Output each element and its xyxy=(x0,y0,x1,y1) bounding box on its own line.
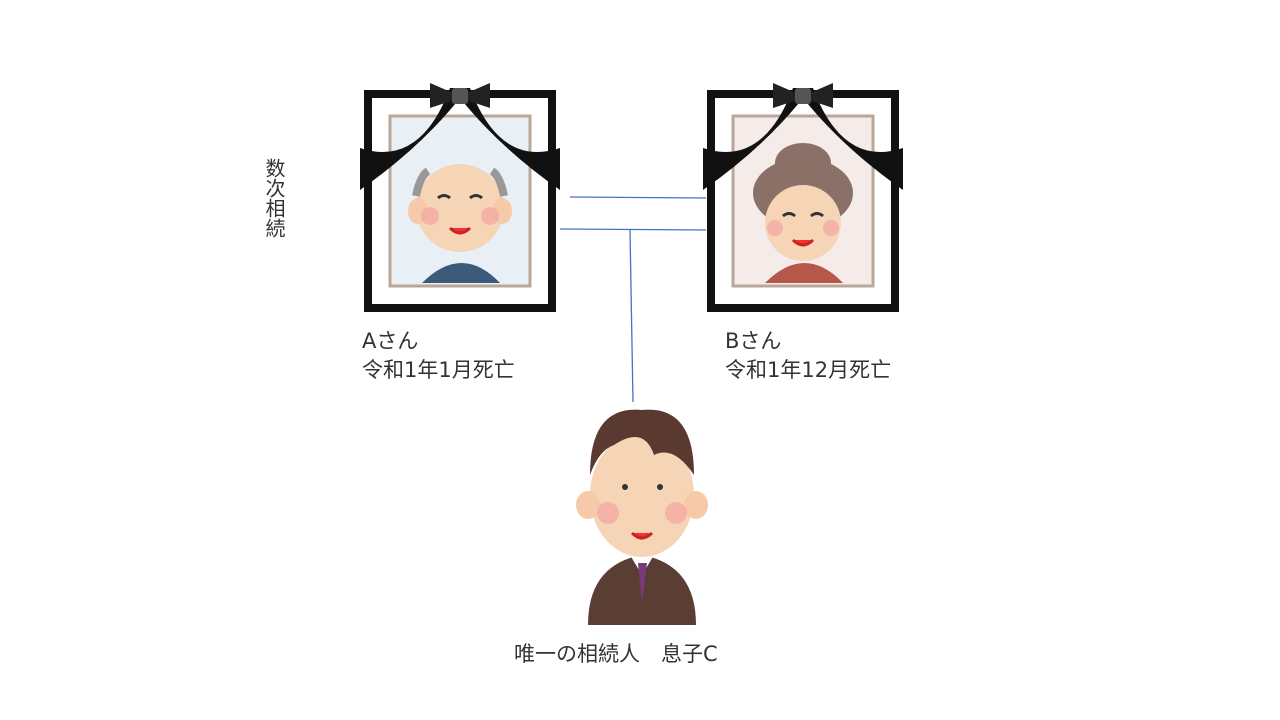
marriage-line-bottom xyxy=(559,228,707,231)
portrait-b-grandmother xyxy=(703,83,903,312)
slide-title-vertical: 数次相続 xyxy=(262,158,286,238)
portrait-a-grandfather xyxy=(360,83,560,312)
marriage-line-top xyxy=(569,196,707,199)
person-a-name: Aさん xyxy=(362,329,419,353)
person-a-label: Aさん 令和1年1月死亡 xyxy=(362,327,515,385)
heir-son-illustration xyxy=(576,409,708,625)
person-b-status: 令和1年12月死亡 xyxy=(725,358,892,382)
person-b-name: Bさん xyxy=(725,329,782,353)
heir-label: 唯一の相続人 息子C xyxy=(514,642,718,666)
person-a-status: 令和1年1月死亡 xyxy=(362,358,515,382)
person-b-label: Bさん 令和1年12月死亡 xyxy=(725,327,891,385)
child-line xyxy=(629,229,634,403)
